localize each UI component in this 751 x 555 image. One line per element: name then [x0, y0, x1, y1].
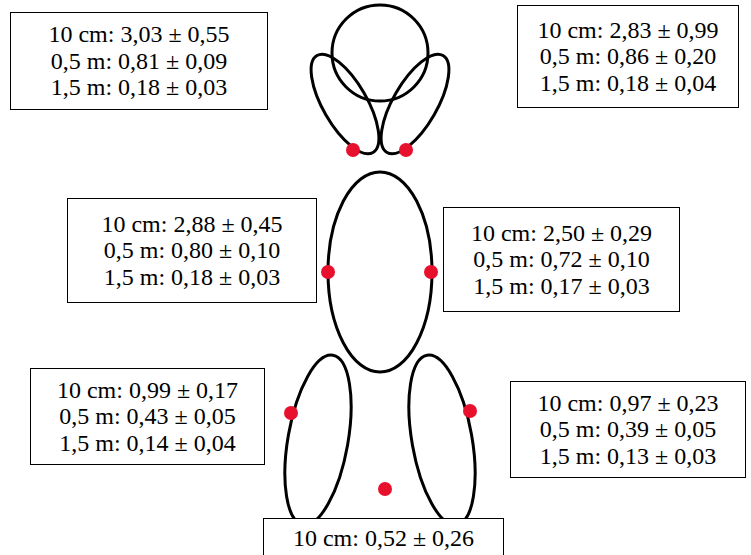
measurement-value: 10 cm: 2,88 ± 0,45: [101, 211, 282, 237]
measurement-point: [346, 143, 360, 157]
measurement-point: [424, 265, 438, 279]
measurement-value: 1,5 m: 0,13 ± 0,03: [540, 443, 717, 469]
measurement-value: 1,5 m: 0,14 ± 0,04: [59, 430, 236, 456]
measurement-value: 1,5 m: 0,18 ± 0,03: [51, 74, 228, 100]
measurement-value: 10 cm: 3,03 ± 0,55: [48, 21, 229, 47]
measurement-value: 10 cm: 2,50 ± 0,29: [471, 220, 652, 246]
measurement-value: 0,5 m: 0,80 ± 0,10: [104, 237, 281, 263]
measurement-value: 1,5 m: 0,18 ± 0,04: [540, 70, 717, 96]
head-outline: [332, 5, 428, 101]
measurement-value: 10 cm: 2,83 ± 0,99: [537, 17, 718, 43]
measurement-value: 0,5 m: 0,72 ± 0,10: [473, 246, 650, 272]
measurement-box: 10 cm: 2,50 ± 0,290,5 m: 0,72 ± 0,101,5 …: [443, 207, 680, 312]
measurement-value: 1,5 m: 0,17 ± 0,03: [473, 273, 650, 299]
measurement-box: 10 cm: 0,99 ± 0,170,5 m: 0,43 ± 0,051,5 …: [30, 368, 265, 465]
measurement-point: [321, 265, 335, 279]
measurement-point: [378, 482, 392, 496]
measurement-value: 10 cm: 0,52 ± 0,26: [293, 525, 474, 551]
measurement-value: 0,5 m: 0,39 ± 0,05: [540, 416, 717, 442]
measurement-box: 10 cm: 2,88 ± 0,450,5 m: 0,80 ± 0,101,5 …: [67, 198, 317, 303]
measurement-point: [284, 406, 298, 420]
measurement-point: [399, 143, 413, 157]
measurement-box: 10 cm: 0,52 ± 0,26: [263, 518, 504, 555]
measurement-value: 0,5 m: 0,81 ± 0,09: [51, 48, 228, 74]
measurement-box: 10 cm: 2,83 ± 0,990,5 m: 0,86 ± 0,201,5 …: [517, 5, 739, 108]
measurement-box: 10 cm: 0,97 ± 0,230,5 m: 0,39 ± 0,051,5 …: [510, 381, 746, 478]
measurement-value: 1,5 m: 0,18 ± 0,03: [104, 264, 281, 290]
right-arm-outline: [368, 45, 462, 164]
torso-outline: [328, 172, 432, 372]
measurement-value: 10 cm: 0,99 ± 0,17: [57, 377, 238, 403]
measurement-value: 0,5 m: 0,86 ± 0,20: [540, 43, 717, 69]
measurement-value: 10 cm: 0,97 ± 0,23: [537, 390, 718, 416]
measurement-box: 10 cm: 3,03 ± 0,550,5 m: 0,81 ± 0,091,5 …: [10, 12, 268, 110]
left-leg-outline: [274, 350, 363, 530]
measurement-point: [463, 404, 477, 418]
measurement-value: 0,5 m: 0,43 ± 0,05: [59, 403, 236, 429]
left-arm-outline: [298, 45, 392, 164]
right-leg-outline: [398, 350, 487, 530]
